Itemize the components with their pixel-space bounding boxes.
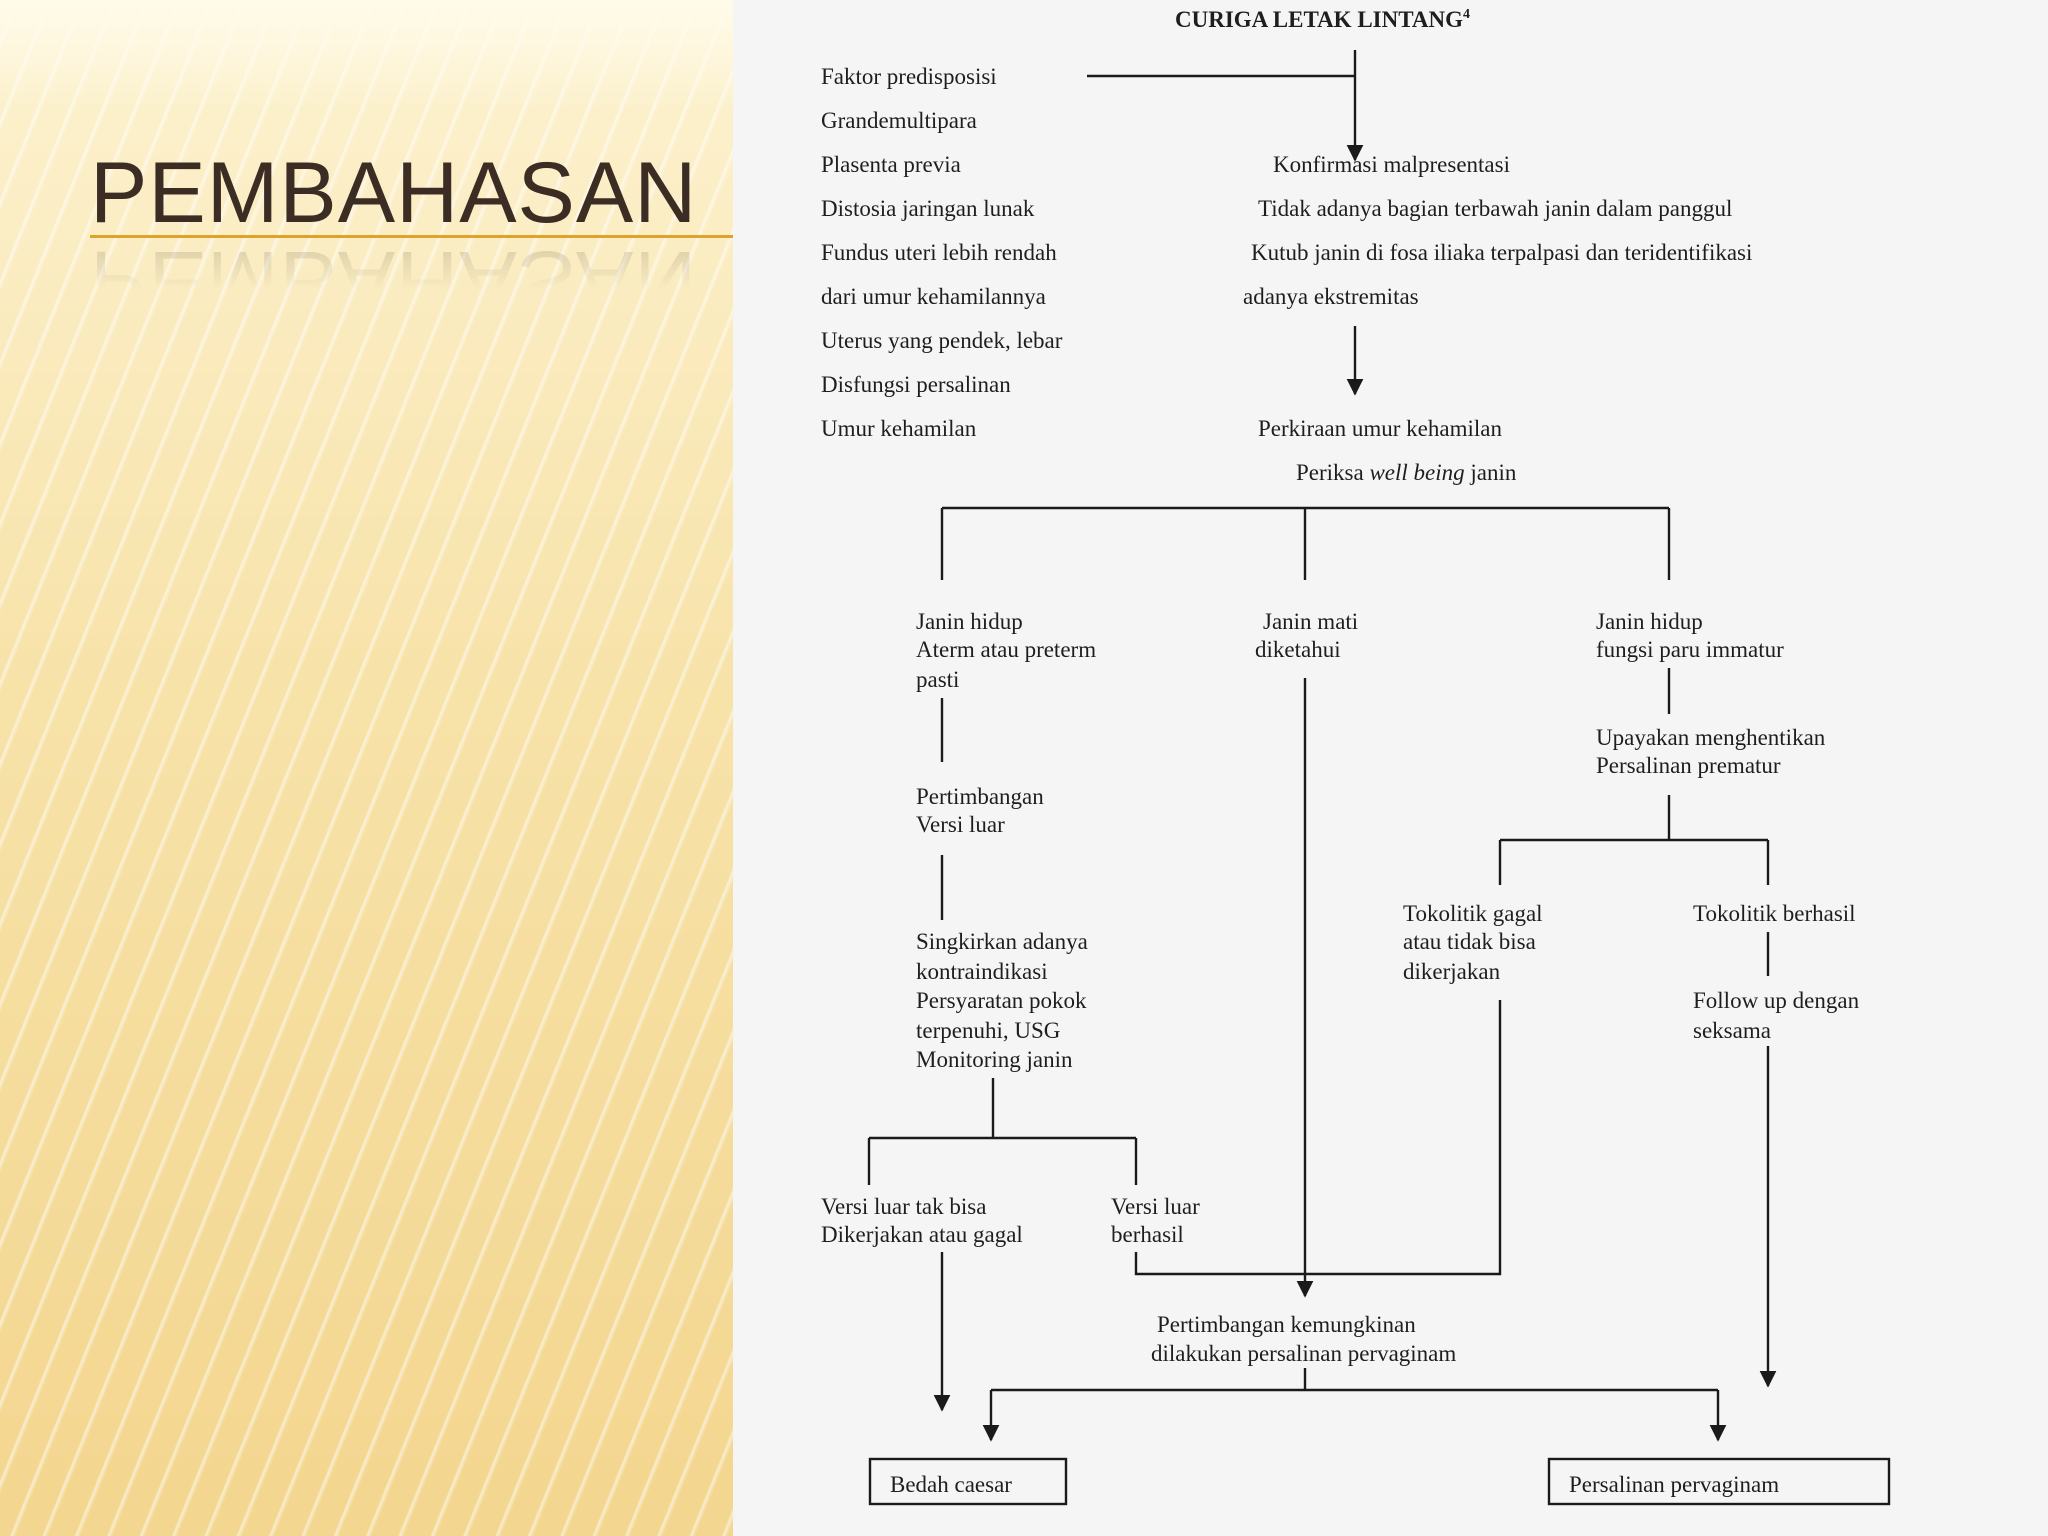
- branch-live-immature: Janin hidup fungsi paru immatur: [1596, 609, 1784, 662]
- confirmation-line: adanya ekstremitas: [1243, 284, 1419, 309]
- text-line: Pertimbangan: [916, 784, 1044, 809]
- estimate-line: Perkiraan umur kehamilan: [1258, 416, 1502, 441]
- flowchart: CURIGA LETAK LINTANG4 Faktor predisposis…: [821, 7, 1891, 1506]
- confirmation-block: Konfirmasi malpresentasi Tidak adanya ba…: [1243, 152, 1752, 309]
- text-line: Monitoring janin: [916, 1047, 1073, 1072]
- contraindication-block: Singkirkan adanya kontraindikasi Persyar…: [916, 929, 1088, 1072]
- factor-line: Plasenta previa: [821, 152, 961, 177]
- text-line: Upayakan menghentikan: [1596, 725, 1826, 750]
- tocolytic-success: Tokolitik berhasil: [1693, 901, 1856, 926]
- estimate-line: Periksa well being janin: [1296, 460, 1517, 485]
- text-line: Pertimbangan kemungkinan: [1157, 1312, 1416, 1337]
- slide-title: PEMBAHASAN: [90, 145, 698, 241]
- text-line: terpenuhi, USG: [916, 1018, 1060, 1043]
- branch-dead: Janin mati diketahui: [1255, 609, 1358, 662]
- factor-line: Faktor predisposisi: [821, 64, 997, 89]
- branch-line: pasti: [916, 667, 959, 692]
- connectors: [867, 50, 1777, 1442]
- estimate-block: Perkiraan umur kehamilan Periksa well be…: [1258, 416, 1517, 485]
- text-line: Versi luar: [916, 812, 1005, 837]
- confirmation-line: Kutub janin di fosa iliaka terpalpasi da…: [1251, 240, 1752, 265]
- text-line: Versi luar tak bisa: [821, 1194, 986, 1219]
- slide-title-block: PEMBAHASAN PEMBAHASAN: [90, 145, 730, 329]
- branch-line: diketahui: [1255, 637, 1341, 662]
- tocolytic-failed-block: Tokolitik gagal atau tidak bisa dikerjak…: [1403, 901, 1543, 984]
- slide-title-reflection: PEMBAHASAN: [90, 233, 698, 329]
- version-success-block: Versi luar berhasil: [1111, 1194, 1200, 1247]
- text-line: Follow up dengan: [1693, 988, 1860, 1013]
- text-line: kontraindikasi: [916, 959, 1048, 984]
- branch-line: Janin hidup: [1596, 609, 1703, 634]
- confirmation-line: Tidak adanya bagian terbawah janin dalam…: [1258, 196, 1732, 221]
- text-line: Persyaratan pokok: [916, 988, 1087, 1013]
- branch-line: Janin mati: [1263, 609, 1358, 634]
- factor-line: Distosia jaringan lunak: [821, 196, 1035, 221]
- title-underline: [90, 235, 733, 238]
- factor-line: Disfungsi persalinan: [821, 372, 1011, 397]
- branch-live-term: Janin hidup Aterm atau preterm pasti: [916, 609, 1096, 692]
- branch-line: fungsi paru immatur: [1596, 637, 1784, 662]
- stop-labor-block: Upayakan menghentikan Persalinan prematu…: [1596, 725, 1826, 778]
- text-line: atau tidak bisa: [1403, 929, 1536, 954]
- text-line: dikerjakan: [1403, 959, 1501, 984]
- text-line: Singkirkan adanya: [916, 929, 1088, 954]
- flowchart-image: CURIGA LETAK LINTANG4 Faktor predisposis…: [733, 0, 2048, 1536]
- connector-line: [1134, 1000, 1502, 1276]
- text-line: Versi luar: [1111, 1194, 1200, 1219]
- predisposing-factors: Faktor predisposisi Grandemultipara Plas…: [821, 64, 1063, 441]
- text-line: Dikerjakan atau gagal: [821, 1222, 1023, 1247]
- factor-line: dari umur kehamilannya: [821, 284, 1046, 309]
- follow-up-block: Follow up dengan seksama: [1693, 988, 1860, 1043]
- factor-line: Fundus uteri lebih rendah: [821, 240, 1057, 265]
- diagram-title: CURIGA LETAK LINTANG4: [1175, 7, 1470, 32]
- factor-line: Umur kehamilan: [821, 416, 977, 441]
- confirmation-line: Konfirmasi malpresentasi: [1273, 152, 1510, 177]
- version-failed-block: Versi luar tak bisa Dikerjakan atau gaga…: [821, 1194, 1023, 1247]
- text-line: Tokolitik gagal: [1403, 901, 1543, 926]
- text-line: dilakukan persalinan pervaginam: [1151, 1341, 1456, 1366]
- outcome-vaginal: Persalinan pervaginam: [1569, 1472, 1779, 1497]
- consider-vaginal-block: Pertimbangan kemungkinan dilakukan persa…: [1151, 1312, 1456, 1366]
- external-version-block: Pertimbangan Versi luar: [916, 784, 1044, 837]
- text-line: seksama: [1693, 1018, 1771, 1043]
- text-line: Persalinan prematur: [1596, 753, 1781, 778]
- outcome-box-caesar: [868, 1457, 1068, 1506]
- outcome-box-vaginal: [1547, 1457, 1891, 1506]
- branch-line: Janin hidup: [916, 609, 1023, 634]
- text-line: berhasil: [1111, 1222, 1184, 1247]
- background-panel: [0, 0, 733, 1536]
- outcome-caesar: Bedah caesar: [890, 1472, 1012, 1497]
- factor-line: Uterus yang pendek, lebar: [821, 328, 1063, 353]
- factor-line: Grandemultipara: [821, 108, 977, 133]
- branch-line: Aterm atau preterm: [916, 637, 1096, 662]
